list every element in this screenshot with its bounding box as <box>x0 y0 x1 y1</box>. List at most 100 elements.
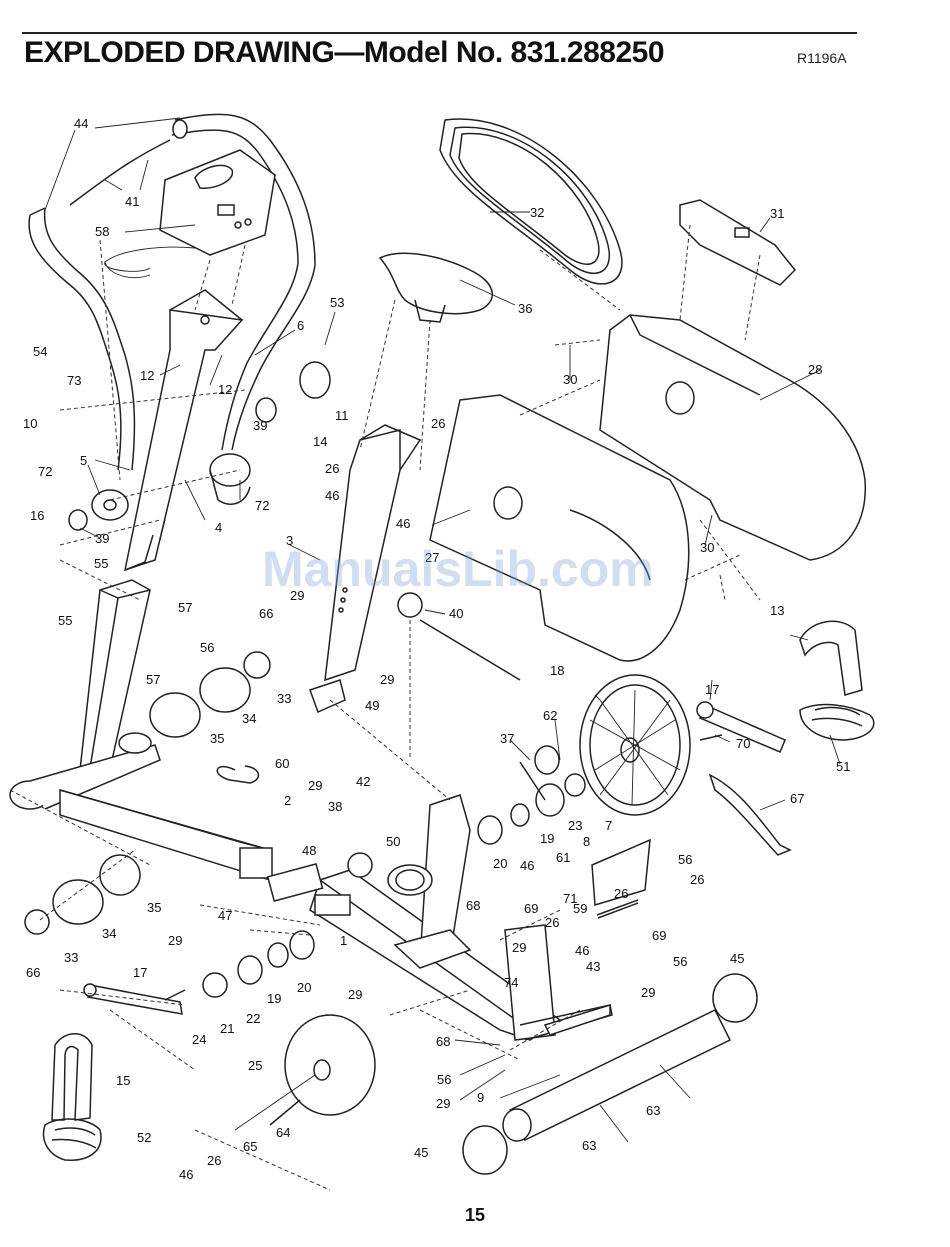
callout-19b: 19 <box>267 991 281 1006</box>
seat-part-36 <box>378 252 494 323</box>
crank-arm-part-17-left <box>83 983 183 1015</box>
callout-59: 59 <box>573 901 587 916</box>
seat-post-part-3 <box>309 424 422 714</box>
callout-63a: 63 <box>646 1103 660 1118</box>
callout-50: 50 <box>386 834 400 849</box>
flywheel-part-18 <box>579 674 691 816</box>
callout-70: 70 <box>736 736 750 751</box>
callout-18: 18 <box>550 663 564 678</box>
callout-31: 31 <box>770 206 784 221</box>
guard-part-67 <box>708 773 792 856</box>
callout-54: 54 <box>33 344 47 359</box>
misc-parts <box>24 361 723 1126</box>
callout-46d: 46 <box>575 943 589 958</box>
callout-1: 1 <box>340 933 347 948</box>
callout-51: 51 <box>836 759 850 774</box>
callout-55b: 55 <box>58 613 72 628</box>
callout-71: 71 <box>563 891 577 906</box>
callout-29e: 29 <box>512 940 526 955</box>
alignment-lines <box>9 224 761 1191</box>
callout-46c: 46 <box>520 858 534 873</box>
callout-25: 25 <box>248 1058 262 1073</box>
callout-29a: 29 <box>290 588 304 603</box>
callout-13: 13 <box>770 603 784 618</box>
callout-39a: 39 <box>253 418 267 433</box>
callout-68b: 68 <box>436 1034 450 1049</box>
watermark: ManualsLib.com <box>262 541 654 597</box>
callout-8: 8 <box>583 834 590 849</box>
callout-14: 14 <box>313 434 327 449</box>
callout-16: 16 <box>30 508 44 523</box>
callout-4: 4 <box>215 520 222 535</box>
callout-67: 67 <box>790 791 804 806</box>
callout-26f: 26 <box>207 1153 221 1168</box>
console-part-58 <box>104 149 276 279</box>
callout-42: 42 <box>356 774 370 789</box>
callout-35a: 35 <box>210 731 224 746</box>
shroud-part-28 <box>599 314 866 561</box>
callout-37: 37 <box>500 731 514 746</box>
callout-32: 32 <box>530 205 544 220</box>
callout-52: 52 <box>137 1130 151 1145</box>
callout-43: 43 <box>586 959 600 974</box>
callout-28: 28 <box>808 362 822 377</box>
crank-arm-part-17-right <box>696 701 786 753</box>
callout-45a: 45 <box>730 951 744 966</box>
callout-21: 21 <box>220 1021 234 1036</box>
callout-labels: 44 41 58 53 6 54 73 12 12 11 14 39 10 5 … <box>23 116 850 1182</box>
callout-65: 65 <box>243 1139 257 1154</box>
callout-35b: 35 <box>147 900 161 915</box>
callout-26d: 26 <box>614 886 628 901</box>
callout-33a: 33 <box>277 691 291 706</box>
callout-40: 40 <box>449 606 463 621</box>
callout-11: 11 <box>335 408 349 423</box>
callout-56b: 56 <box>678 852 692 867</box>
drive-belt-part-32 <box>439 118 623 285</box>
callout-12a: 12 <box>140 368 154 383</box>
callout-74: 74 <box>504 975 518 990</box>
callout-3: 3 <box>286 533 293 548</box>
callout-57b: 57 <box>146 672 160 687</box>
callout-41: 41 <box>125 194 139 209</box>
callout-29f: 29 <box>641 985 655 1000</box>
callout-56a: 56 <box>200 640 214 655</box>
callout-30b: 30 <box>700 540 714 555</box>
shroud-part-27 <box>429 394 690 662</box>
callout-66b: 66 <box>26 965 40 980</box>
wheel-part-25 <box>234 1014 376 1131</box>
callout-29g: 29 <box>348 987 362 1002</box>
callout-46b: 46 <box>396 516 410 531</box>
callout-9: 9 <box>477 1090 484 1105</box>
callout-5: 5 <box>80 453 87 468</box>
callout-39b: 39 <box>95 531 109 546</box>
pedal-part-51 <box>799 703 875 741</box>
revision-code: R1196A <box>797 50 847 66</box>
callout-33b: 33 <box>64 950 78 965</box>
callout-48: 48 <box>302 843 316 858</box>
callout-26a: 26 <box>431 416 445 431</box>
callout-63b: 63 <box>582 1138 596 1153</box>
callout-34b: 34 <box>102 926 116 941</box>
callout-49: 49 <box>365 698 379 713</box>
pedal-strap-part-15 <box>51 1033 93 1121</box>
main-frame-part-1 <box>266 794 613 1041</box>
callout-23: 23 <box>568 818 582 833</box>
callout-44: 44 <box>74 116 88 131</box>
callout-68a: 68 <box>466 898 480 913</box>
callout-60: 60 <box>275 756 289 771</box>
callout-15: 15 <box>116 1073 130 1088</box>
callout-72a: 72 <box>38 464 52 479</box>
callout-30a: 30 <box>563 372 577 387</box>
callout-62: 62 <box>543 708 557 723</box>
callout-26c: 26 <box>690 872 704 887</box>
callout-27: 27 <box>425 550 439 565</box>
callout-53: 53 <box>330 295 344 310</box>
exploded-drawing: 44 41 58 53 6 54 73 12 12 11 14 39 10 5 … <box>9 113 875 1191</box>
callout-10: 10 <box>23 416 37 431</box>
callout-47: 47 <box>218 908 232 923</box>
callout-22: 22 <box>246 1011 260 1026</box>
callout-61: 61 <box>556 850 570 865</box>
callout-69b: 69 <box>652 928 666 943</box>
callout-20b: 20 <box>297 980 311 995</box>
